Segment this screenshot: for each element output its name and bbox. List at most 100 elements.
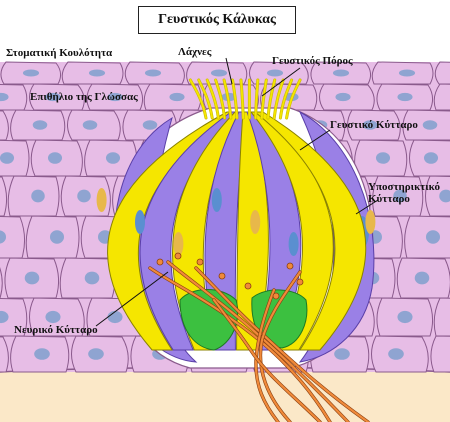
epithelium-cell	[0, 176, 8, 217]
nerve-ending	[218, 272, 226, 280]
taste-cell	[253, 111, 367, 351]
epithelium-cell	[434, 61, 450, 85]
label-tongue-epithelium: Επιθήλιο της Γλώσσας	[30, 91, 138, 103]
epithelium-cell-nucleus	[332, 69, 350, 77]
epithelium-cell-nucleus	[375, 152, 391, 164]
leader-line	[299, 129, 331, 151]
epithelium-cell-nucleus	[22, 69, 40, 77]
diagram-title: Γευστικός Κάλυκας	[138, 6, 296, 34]
nerve-ending	[272, 292, 280, 300]
epithelium-cell-nucleus	[105, 152, 121, 164]
epithelium-cell	[0, 267, 3, 299]
microvillus	[223, 79, 232, 119]
epithelium-cell	[0, 110, 9, 141]
epithelium-cell-nucleus	[45, 310, 61, 324]
epithelium-cell-nucleus	[88, 69, 106, 77]
epithelium-cell-nucleus	[82, 120, 98, 130]
epithelium-cell-nucleus	[84, 271, 100, 285]
epithelium-cell-nucleus	[414, 271, 430, 285]
microvillus	[231, 79, 238, 119]
nerve-fiber	[259, 270, 302, 422]
microvillus	[189, 79, 207, 119]
epithelium-cell-nucleus	[88, 348, 104, 360]
epithelium-cell-nucleus	[423, 152, 439, 164]
nerve-fibers	[148, 252, 370, 422]
epithelium-cell-nucleus	[0, 152, 15, 164]
epithelium-cell-nucleus	[47, 152, 63, 164]
epithelium-cell-nucleus	[24, 271, 40, 285]
taste-cell-nucleus	[365, 210, 376, 234]
nerve-ending	[286, 262, 294, 270]
leader-line	[95, 271, 169, 327]
epithelium-cell-nucleus	[144, 69, 162, 77]
epithelium-cell-nucleus	[439, 189, 450, 203]
supporting-cell-nucleus	[135, 210, 145, 234]
epithelium-cell-nucleus	[362, 120, 378, 130]
nerve-ending	[244, 282, 252, 290]
microvillus	[273, 79, 285, 119]
epithelium-cell-nucleus	[334, 348, 350, 360]
epithelium-cell-nucleus	[34, 348, 50, 360]
microvillus	[285, 79, 301, 119]
label-oral-cavity: Στοματική Κουλότητα	[6, 47, 113, 59]
label-microvilli: Λάχνες	[178, 46, 212, 58]
nerve-fiber	[148, 266, 332, 422]
leader-line	[355, 199, 379, 215]
epithelium-cell-nucleus	[393, 189, 407, 203]
epithelium-cell-nucleus	[32, 120, 48, 130]
label-supporting-cell: Υποστηρικτικό Κύτταρο	[368, 181, 440, 205]
nerve-ending	[156, 258, 164, 266]
epithelium-cell-nucleus	[169, 92, 185, 102]
epithelium-cell	[430, 335, 450, 373]
microvillus	[279, 79, 293, 119]
epithelium-cell	[0, 336, 9, 373]
microvillus	[254, 79, 259, 119]
epithelium-cell	[425, 175, 450, 217]
epithelium-cell-nucleus	[0, 230, 7, 244]
epithelium-cell-nucleus	[0, 310, 9, 324]
epithelium-cell-nucleus	[77, 189, 91, 203]
connective-tissue	[0, 372, 450, 422]
epithelium-cell-nucleus	[0, 92, 9, 102]
epithelium-cell-nucleus	[45, 92, 61, 102]
microvillus	[206, 79, 220, 119]
epithelium-cell-nucleus	[31, 189, 45, 203]
leader-line	[225, 57, 233, 85]
nerve-ending	[296, 278, 304, 286]
epithelium-cell-nucleus	[107, 92, 123, 102]
microvillus	[240, 79, 245, 119]
epithelium-cell-nucleus	[49, 230, 65, 244]
epithelium-cell	[433, 83, 450, 111]
nerve-ending	[196, 258, 204, 266]
microvillus	[260, 79, 268, 119]
label-leader-lines	[95, 57, 379, 327]
label-taste-pore: Γευστικός Πόρος	[272, 55, 353, 67]
epithelium-cell-nucleus	[335, 92, 351, 102]
epithelium-cell-nucleus	[397, 310, 413, 324]
epithelium-cell-nucleus	[425, 230, 441, 244]
epithelium-cell-nucleus	[397, 92, 413, 102]
taste-cell-nucleus	[96, 188, 107, 212]
nerve-ending	[174, 252, 182, 260]
microvillus	[197, 79, 214, 119]
epithelium-cell-nucleus	[266, 69, 284, 77]
nerve-fiber	[194, 266, 370, 422]
label-nerve-cell: Νευρικό Κύτταρο	[14, 324, 98, 336]
nerve-fiber	[166, 260, 350, 422]
supporting-cell-nucleus	[288, 232, 299, 256]
supporting-cell-nucleus	[211, 188, 222, 212]
taste-cell-nucleus	[173, 232, 184, 256]
epithelium-cell-nucleus	[398, 69, 416, 77]
microvillus	[267, 79, 276, 119]
microvillus	[214, 79, 226, 119]
epithelium-cell-nucleus	[142, 120, 158, 130]
epithelium-cell-nucleus	[210, 69, 228, 77]
label-taste-cell: Γευστικό Κύτταρο	[330, 119, 418, 131]
leader-line	[261, 67, 301, 97]
epithelium-cell	[433, 297, 450, 337]
epithelium-cell-nucleus	[107, 310, 123, 324]
epithelium-cell-nucleus	[388, 348, 404, 360]
epithelium-cell-nucleus	[422, 120, 438, 130]
